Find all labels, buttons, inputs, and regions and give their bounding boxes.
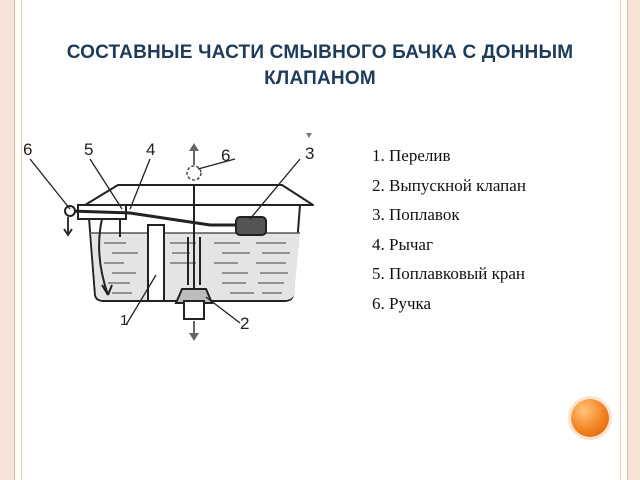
top-marker: [306, 133, 312, 138]
callout-3: 3: [305, 144, 314, 163]
legend-item: 3. Поплавок: [372, 205, 460, 224]
flush-button: [186, 165, 202, 181]
handle-arrow: [63, 217, 73, 237]
legend-item: 6. Ручка: [372, 293, 432, 313]
drain-pipe: [183, 300, 205, 320]
callout-4: 4: [146, 140, 155, 159]
legend-item: 4. Рычаг: [372, 234, 433, 254]
slide-title: СОСТАВНЫЕ ЧАСТИ СМЫВНОГО БАЧКА С ДОННЫМ …: [66, 42, 574, 89]
frame-line-left: [21, 0, 22, 480]
parts-legend: 1. Перелив 2. Выпускной клапан 3. Поплав…: [372, 141, 526, 318]
callout-6-left: 6: [23, 140, 32, 159]
cistern-diagram: 6 5 4 6 3 1 2: [23, 133, 314, 341]
legend-item: 1. Перелив: [372, 146, 451, 165]
lever: [69, 209, 250, 227]
callout-6-top: 6: [221, 146, 230, 165]
callout-2: 2: [240, 314, 249, 333]
cistern-lid: [84, 184, 314, 206]
frame-line-right: [620, 0, 621, 480]
water: [91, 233, 300, 300]
supply-tube: [98, 218, 109, 296]
callout-5: 5: [84, 140, 93, 159]
callout-1: 1: [120, 312, 128, 329]
leader-lines: [29, 158, 301, 326]
legend-item: 2. Выпускной клапан: [372, 175, 526, 195]
legend-item: 5. Поплавковый кран: [372, 264, 526, 283]
handle-knob: [64, 205, 76, 217]
arrow-up: [189, 143, 199, 151]
float: [235, 216, 267, 236]
overflow-tube: [147, 224, 165, 302]
decorative-orange-circle: [571, 399, 609, 437]
outlet-valve: [174, 288, 214, 304]
water-hatching: [104, 242, 290, 294]
arrow-down: [189, 333, 199, 341]
